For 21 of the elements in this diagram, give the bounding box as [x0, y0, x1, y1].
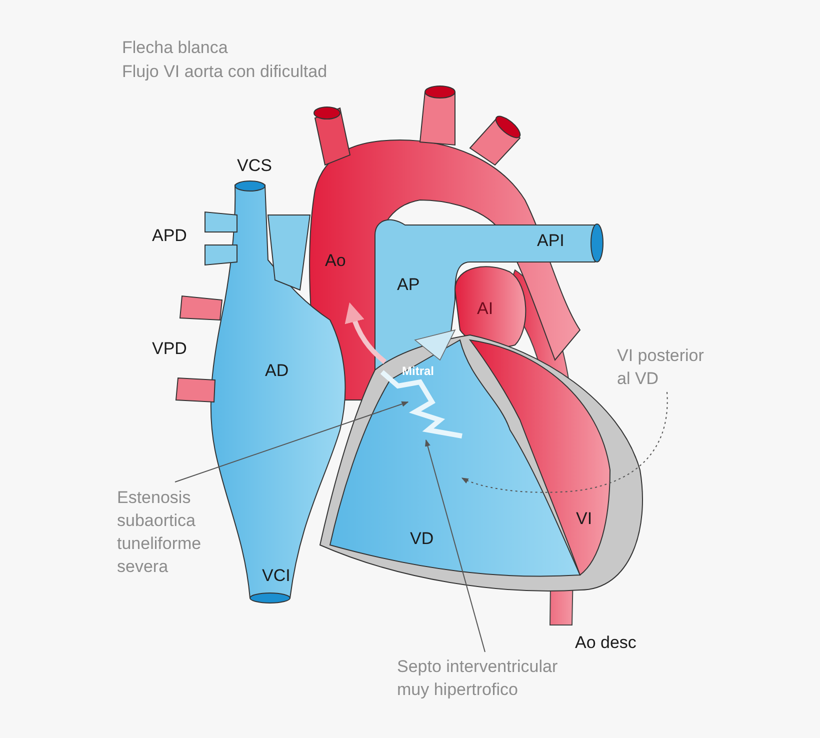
leader-line	[174, 401, 409, 482]
leader-line	[425, 439, 486, 652]
part-label: Ao	[325, 250, 346, 272]
part-label: APD	[152, 225, 187, 247]
part-label: VCI	[262, 565, 290, 587]
part-label: VI	[576, 508, 592, 530]
part-label: VD	[410, 528, 434, 550]
part-label: API	[537, 230, 564, 252]
callout-text: Septo interventricular muy hipertrofico	[397, 655, 577, 701]
note-text: Flujo VI aorta con dificultad	[122, 61, 328, 83]
callout-text: VI posterior al VD	[617, 344, 717, 390]
part-label: AP	[397, 274, 420, 296]
part-label: VCS	[237, 155, 272, 177]
part-label: Mitral	[402, 365, 434, 378]
leader-line	[461, 392, 668, 493]
callout-text: Estenosis subaortica tuneliforme severa	[117, 486, 237, 578]
part-label: Ao desc	[575, 632, 636, 654]
note-text: Flecha blanca	[122, 37, 228, 59]
part-label: AI	[477, 298, 494, 320]
part-label: AD	[265, 360, 289, 382]
part-label: VPD	[152, 338, 187, 360]
